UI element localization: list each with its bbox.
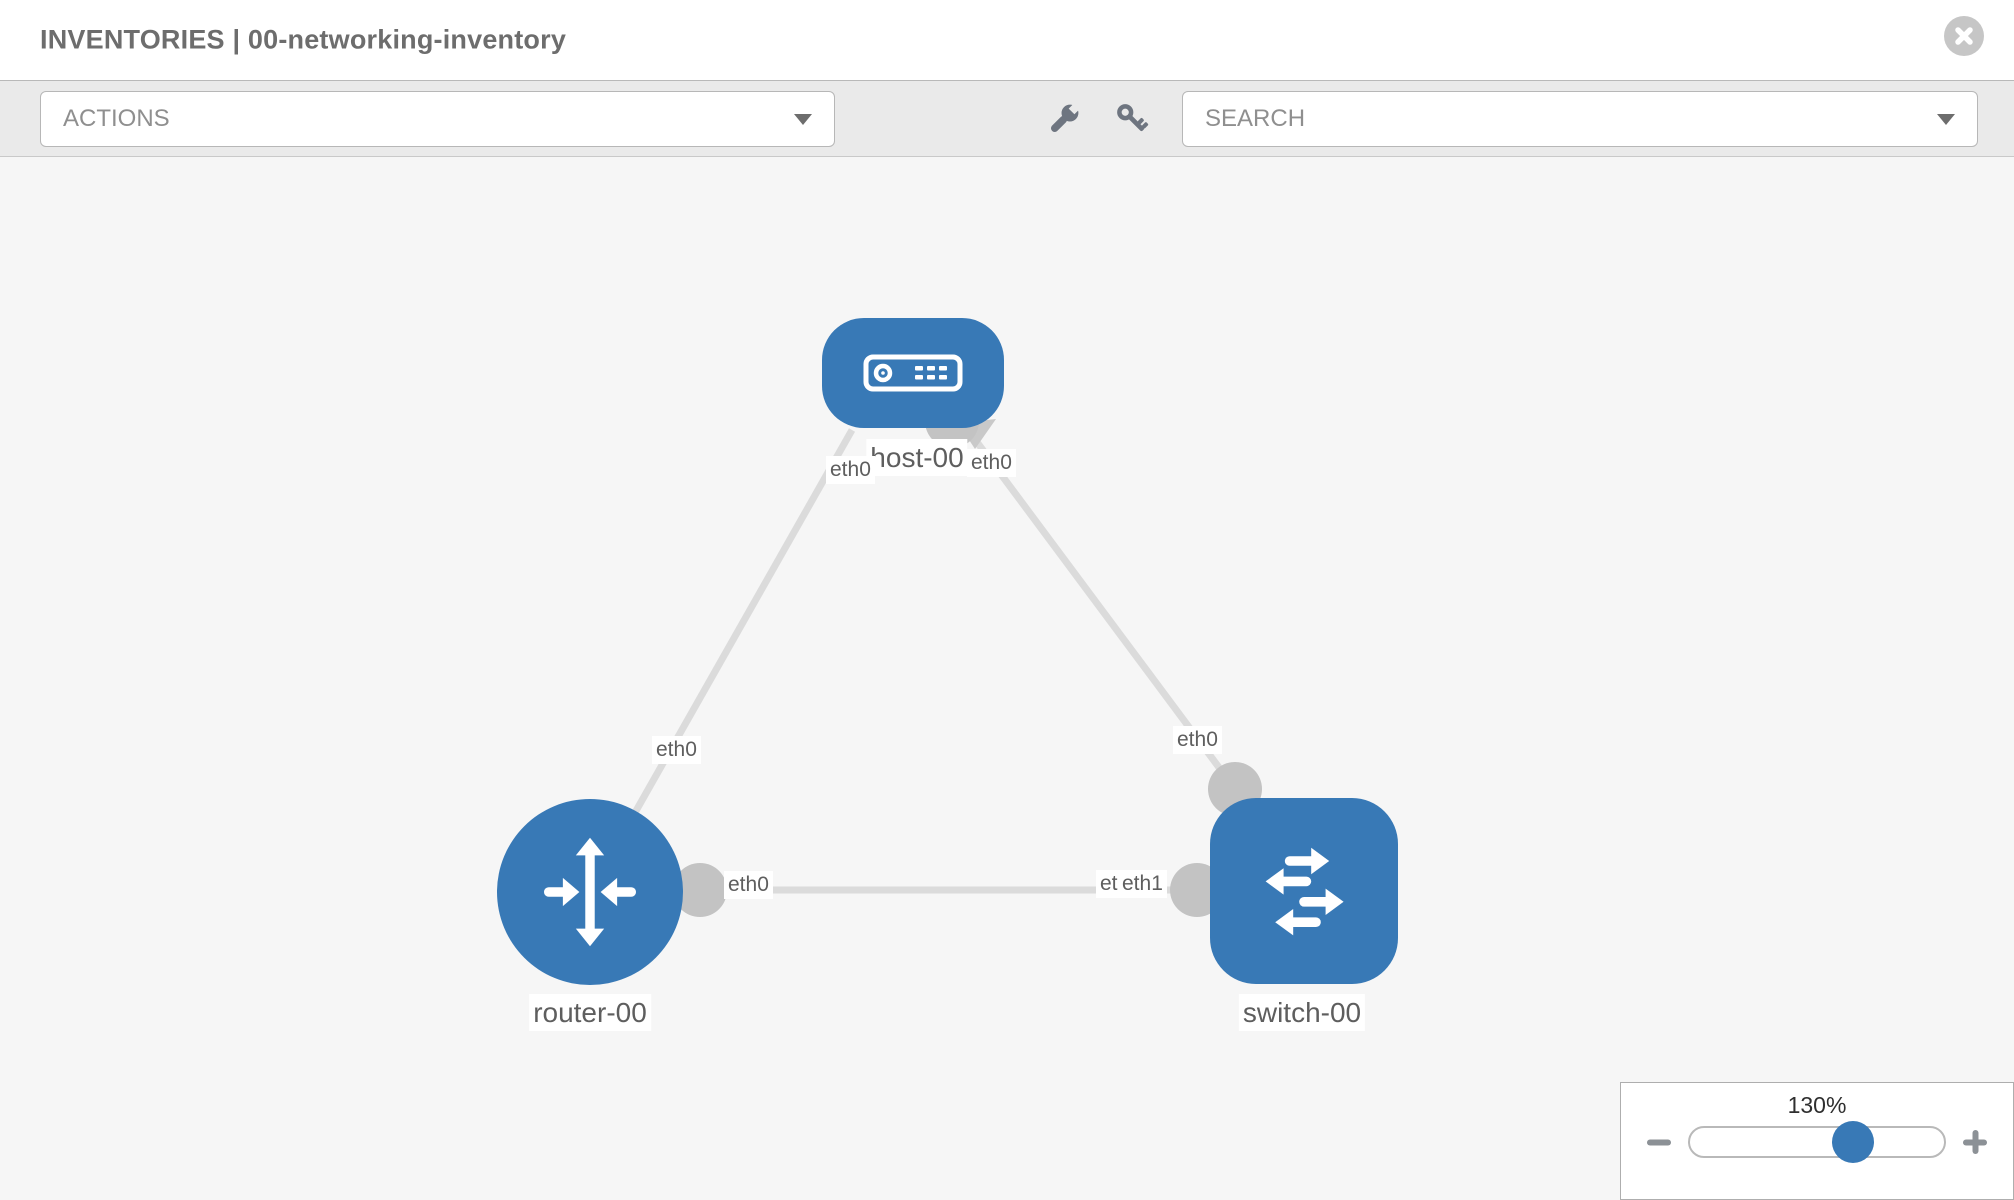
interface-label: eth0 <box>967 449 1016 478</box>
host-icon <box>863 354 963 392</box>
interface-label: eth1 <box>1118 870 1167 899</box>
page-title: INVENTORIES | 00-networking-inventory <box>40 24 567 55</box>
topology-graph <box>586 394 1262 917</box>
actions-dropdown[interactable]: ACTIONS <box>40 91 835 147</box>
search-dropdown[interactable]: SEARCH <box>1182 91 1978 147</box>
zoom-in-button[interactable] <box>1961 1128 1989 1156</box>
topology-canvas[interactable]: host-00 router-00 switch-00 eth0 eth0 et… <box>0 157 2014 1200</box>
interface-label: eth0 <box>1173 726 1222 755</box>
zoom-slider[interactable] <box>1688 1121 1946 1163</box>
node-router-00[interactable] <box>497 799 683 985</box>
router-icon <box>543 837 637 947</box>
node-label-host: host-00 <box>866 439 968 476</box>
actions-dropdown-label: ACTIONS <box>63 105 170 132</box>
interface-label: eth0 <box>652 736 701 765</box>
wrench-icon[interactable] <box>1046 101 1082 137</box>
node-host-00[interactable] <box>822 318 1004 428</box>
zoom-level: 130% <box>1787 1092 1847 1118</box>
node-label-switch: switch-00 <box>1238 994 1366 1031</box>
zoom-slider-thumb[interactable] <box>1831 1121 1874 1163</box>
chevron-down-icon <box>794 113 812 125</box>
toolbar: ACTIONS SEARCH <box>0 80 2014 157</box>
header: INVENTORIES | 00-networking-inventory <box>0 0 2014 80</box>
zoom-panel: 130% <box>1620 1082 2014 1200</box>
interface-connector <box>673 863 727 917</box>
switch-icon <box>1265 847 1344 936</box>
search-dropdown-label: SEARCH <box>1205 105 1306 132</box>
close-icon <box>1955 27 1973 45</box>
chevron-down-icon <box>1937 113 1955 125</box>
zoom-out-button[interactable] <box>1645 1128 1673 1156</box>
close-button[interactable] <box>1944 16 1984 56</box>
key-icon[interactable] <box>1114 101 1150 137</box>
node-label-router: router-00 <box>529 994 651 1031</box>
interface-label: eth0 <box>826 456 875 485</box>
node-switch-00[interactable] <box>1210 798 1398 984</box>
interface-label: eth0 <box>724 871 773 900</box>
